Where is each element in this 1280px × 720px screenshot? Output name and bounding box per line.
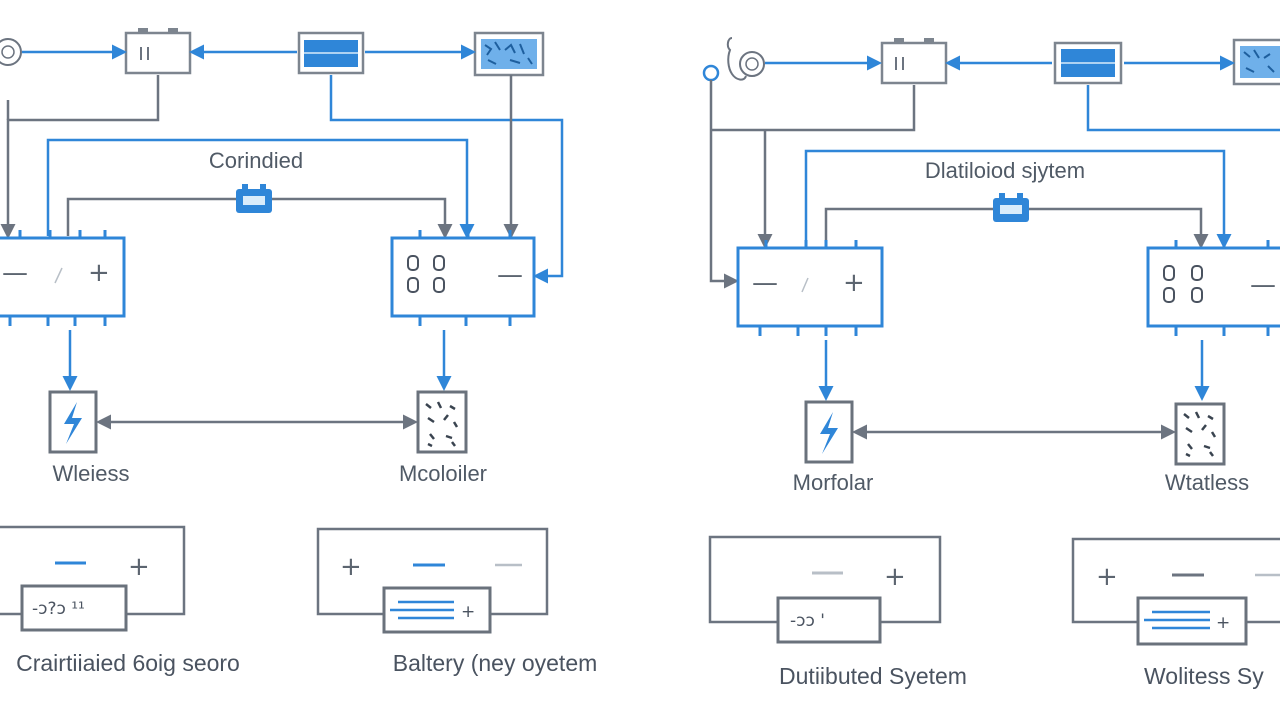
center-battery-right	[993, 193, 1029, 222]
plus-symbol: +	[1096, 562, 1118, 592]
center-label-right: Dlatiloiod sjytem	[925, 158, 1085, 183]
bolt-node-left	[48, 390, 98, 454]
bottom-circuit-left-b: + +	[316, 527, 549, 634]
chip-left-a: — +	[0, 230, 126, 326]
node-label-left-a: Wleiess	[52, 461, 129, 486]
left-diagram: Corindied — +	[0, 28, 597, 676]
right-diagram: Dlatiloiod sjytem — +	[702, 37, 1280, 689]
center-battery-left	[236, 184, 272, 213]
minus-symbol: —	[497, 260, 523, 290]
plus-symbol: +	[340, 552, 362, 582]
minus-symbol: —	[2, 258, 28, 288]
node-label-left-b: Mcoloiler	[399, 461, 487, 486]
top-module-gray	[124, 28, 192, 75]
plus-symbol: +	[1216, 613, 1230, 633]
plus-symbol: +	[461, 602, 475, 622]
bottom-circuit-right-a: + -ɔɔ '	[708, 535, 942, 644]
node-label-right-b: Wtatless	[1165, 470, 1249, 495]
center-label-left: Corindied	[209, 148, 303, 173]
source-icon-left	[0, 38, 22, 66]
pattern-node-left	[416, 390, 468, 454]
plus-symbol: +	[884, 562, 906, 592]
plus-symbol: +	[843, 268, 865, 298]
caption-left-b: Baltery (ney oyetem	[393, 650, 598, 676]
small-readout-right: -ɔɔ '	[790, 611, 825, 631]
top-module-gray-right	[880, 38, 948, 85]
caption-left-a: Crairtiiaied 6oig seoro	[16, 650, 240, 676]
minus-symbol: —	[1250, 270, 1276, 300]
caption-right-b: Wolitess Sy	[1144, 663, 1264, 689]
pattern-node-right	[1174, 402, 1226, 466]
top-panel-pattern	[473, 31, 545, 77]
bottom-circuit-left-a: + -ɔ?ɔ ¹¹	[0, 525, 186, 632]
plus-symbol: +	[128, 552, 150, 582]
small-readout-left: -ɔ?ɔ ¹¹	[32, 599, 85, 619]
bolt-node-right	[804, 400, 854, 464]
top-battery-blue	[297, 31, 365, 75]
minus-symbol: —	[752, 268, 778, 298]
caption-right-a: Dutiibuted Syetem	[779, 663, 967, 689]
node-label-right-a: Morfolar	[793, 470, 874, 495]
bottom-circuit-right-b: + +	[1071, 537, 1280, 646]
chip-left-b: —	[390, 230, 536, 326]
chip-right-b: —	[1146, 240, 1280, 336]
plus-symbol: +	[88, 258, 110, 288]
top-battery-blue-right	[1053, 41, 1123, 85]
chip-right-a: — +	[736, 240, 884, 336]
source-icon-right	[702, 37, 765, 82]
top-panel-pattern-right	[1232, 38, 1280, 86]
